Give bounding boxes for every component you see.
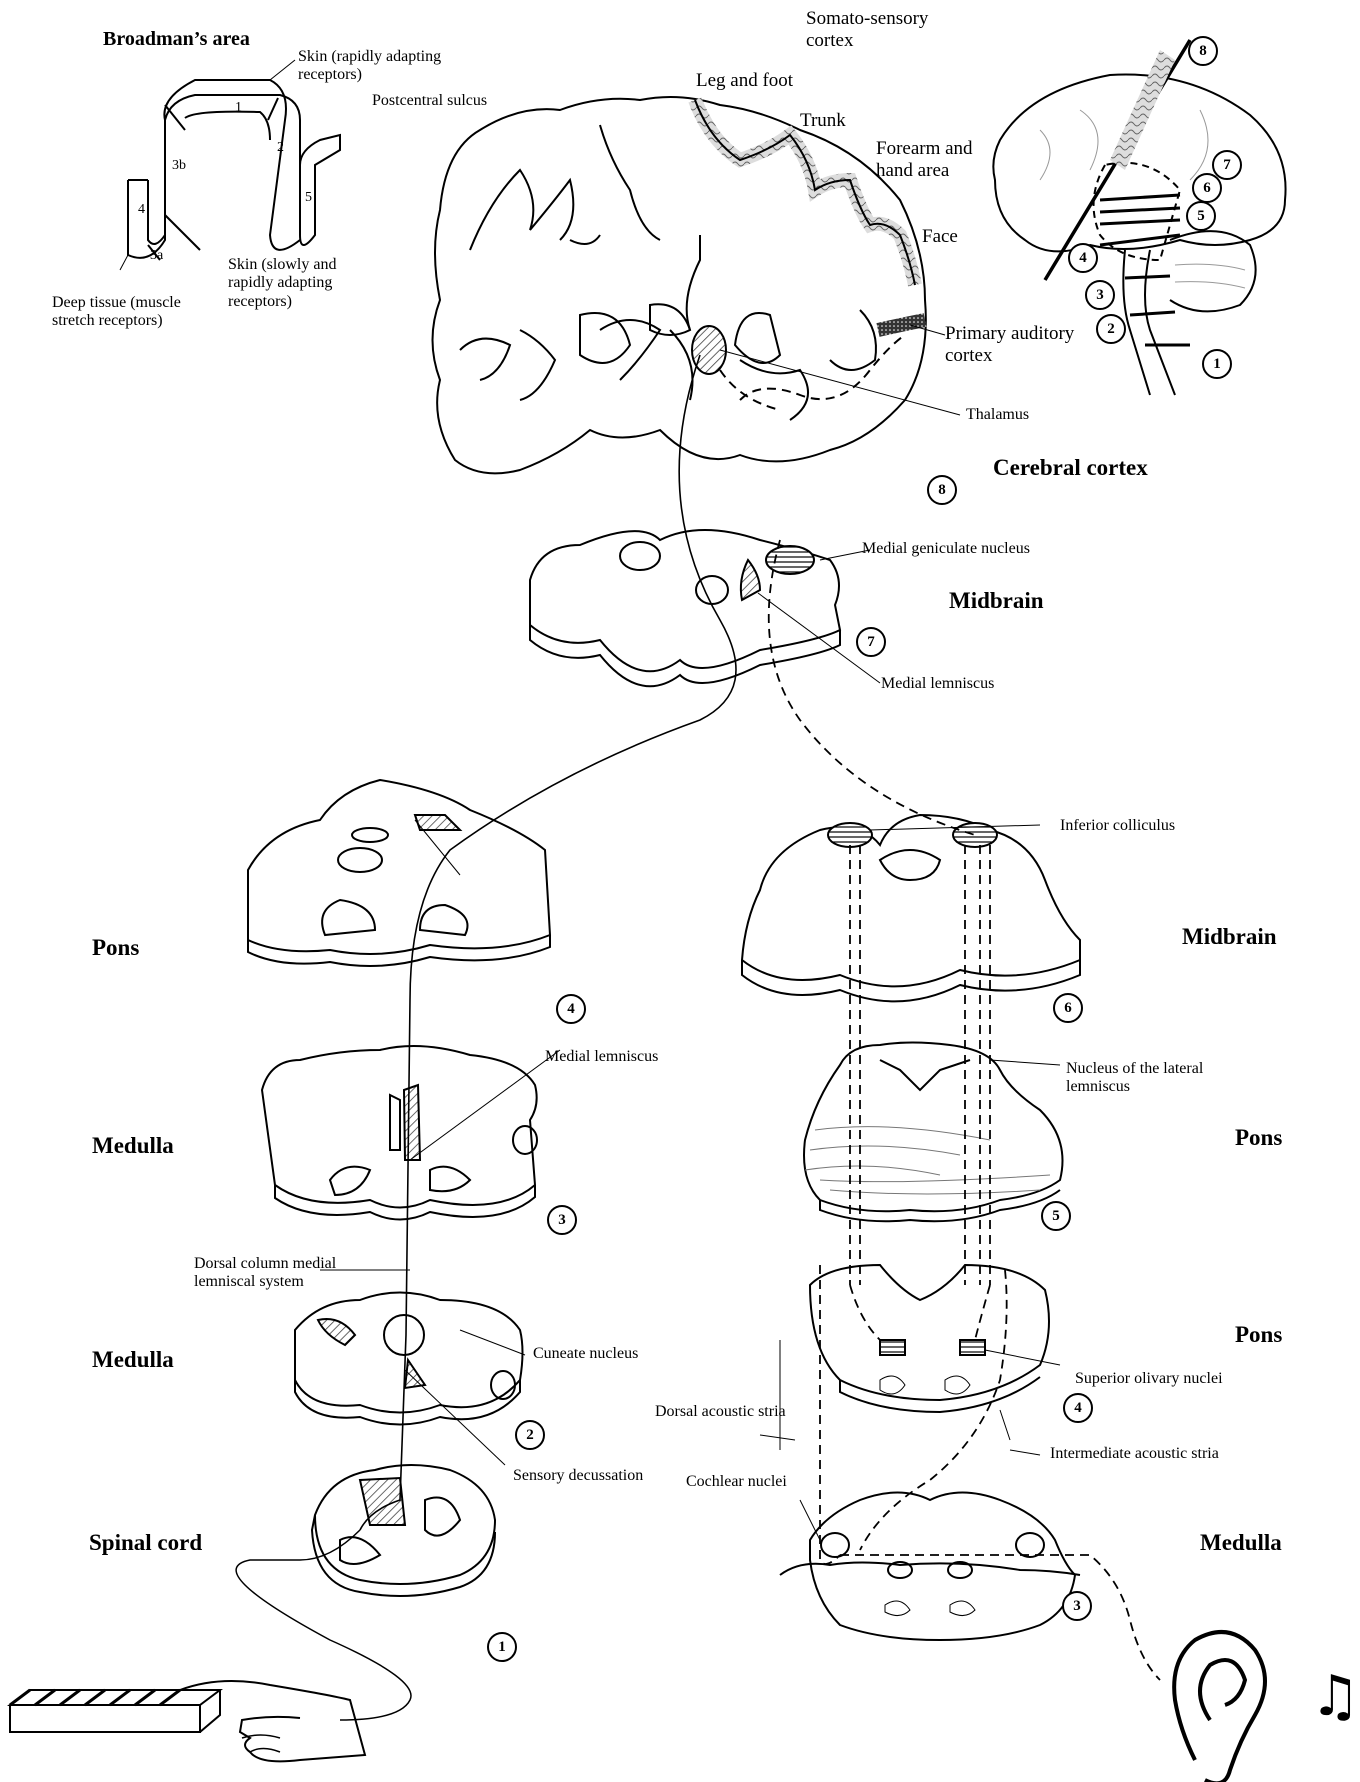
skin-rapid-label: Skin (rapidly adapting receptors) — [298, 48, 488, 85]
level-6-marker: 6 — [1192, 173, 1222, 203]
area-3b-label: 3b — [172, 158, 186, 174]
postcentral-label: Postcentral sulcus — [372, 92, 487, 110]
nucleus-lateral-lemniscus-label: Nucleus of the lateral lemniscus — [1066, 1060, 1246, 1097]
broadman-area-diagram — [120, 60, 340, 270]
leg-foot-label: Leg and foot — [696, 70, 793, 92]
sensory-decussation-label: Sensory decussation — [513, 1467, 643, 1485]
somatosensory-cortex-label: Somato-sensory cortex — [806, 8, 936, 52]
skin-slow-label: Skin (slowly and rapidly adapting recept… — [228, 256, 378, 311]
somatic-pons-section — [248, 780, 550, 966]
somatic-pons-label: Pons — [92, 935, 139, 961]
somatic-medulla-label-lower: Medulla — [92, 1347, 174, 1373]
somatic-level-4-marker: 4 — [556, 994, 586, 1024]
auditory-medulla-label: Medulla — [1200, 1530, 1282, 1556]
auditory-pons-section-lower — [810, 1265, 1049, 1412]
level-5-marker: 5 — [1186, 201, 1216, 231]
intermediate-acoustic-stria-label: Intermediate acoustic stria — [1050, 1445, 1219, 1463]
somatic-level-3-marker: 3 — [547, 1205, 577, 1235]
broadman-title: Broadman’s area — [103, 28, 250, 51]
auditory-pons-section-upper — [804, 1043, 1063, 1222]
dorsal-acoustic-stria-label: Dorsal acoustic stria — [655, 1403, 786, 1421]
somatic-level-1-marker: 1 — [487, 1632, 517, 1662]
area-3a-label: 3a — [150, 248, 163, 264]
superior-olivary-label: Superior olivary nuclei — [1075, 1370, 1223, 1388]
somatic-level-8-marker: 8 — [927, 475, 957, 505]
auditory-pons-label-lower: Pons — [1235, 1322, 1282, 1348]
area-2-label: 2 — [277, 140, 284, 156]
level-1-marker: 1 — [1202, 349, 1232, 379]
auditory-dashed-pathways — [769, 540, 1160, 1680]
midbrain-label-top: Midbrain — [949, 588, 1044, 614]
somatic-medulla-label-upper: Medulla — [92, 1133, 174, 1159]
medial-lemniscus-label: Medial lemniscus — [545, 1048, 658, 1066]
area-4-label: 4 — [138, 202, 145, 218]
level-2-marker: 2 — [1096, 314, 1126, 344]
level-4-marker: 4 — [1068, 243, 1098, 273]
level-3-marker: 3 — [1085, 280, 1115, 310]
auditory-level-3-marker: 3 — [1062, 1591, 1092, 1621]
cuneate-label: Cuneate nucleus — [533, 1345, 638, 1363]
face-label: Face — [922, 226, 958, 248]
auditory-level-5-marker: 5 — [1041, 1201, 1071, 1231]
cerebral-cortex-label: Cerebral cortex — [993, 455, 1148, 481]
forearm-hand-label: Forearm and hand area — [876, 138, 988, 182]
auditory-pons-label-upper: Pons — [1235, 1125, 1282, 1151]
somatic-level-2-marker: 2 — [515, 1420, 545, 1450]
dorsal-column-label: Dorsal column medial lemniscal system — [194, 1255, 394, 1292]
cochlear-nuclei-label: Cochlear nuclei — [686, 1473, 787, 1491]
area-5-label: 5 — [305, 190, 312, 206]
primary-auditory-label: Primary auditory cortex — [945, 323, 1085, 367]
somatic-level-7-marker: 7 — [856, 627, 886, 657]
auditory-medulla-section — [780, 1493, 1080, 1641]
ear-icon — [1174, 1632, 1265, 1782]
medial-lemniscus-label-top: Medial lemniscus — [881, 675, 994, 693]
spinal-cord-section — [312, 1465, 495, 1596]
auditory-level-6-marker: 6 — [1053, 993, 1083, 1023]
somatic-medulla-section-lower — [295, 1293, 523, 1425]
auditory-midbrain-section — [742, 815, 1080, 1001]
keyboard-and-hand — [10, 1681, 365, 1761]
thalamus-label: Thalamus — [966, 406, 1029, 424]
medial-geniculate-label: Medial geniculate nucleus — [862, 540, 1030, 558]
upper-midbrain-section — [530, 530, 840, 686]
area-1-label: 1 — [235, 100, 242, 116]
deep-tissue-label: Deep tissue (muscle stretch receptors) — [52, 294, 222, 331]
inferior-colliculus-label: Inferior colliculus — [1060, 817, 1175, 835]
cerebral-section — [433, 97, 926, 473]
auditory-level-4-marker: 4 — [1063, 1393, 1093, 1423]
auditory-midbrain-label: Midbrain — [1182, 924, 1277, 950]
level-8-marker: 8 — [1188, 36, 1218, 66]
trunk-label: Trunk — [800, 110, 846, 132]
somatic-medulla-section-upper — [262, 1046, 537, 1220]
spinal-cord-label: Spinal cord — [89, 1530, 202, 1556]
music-note-icon: ♫ — [1310, 1665, 1360, 1729]
leader-lines — [320, 325, 1060, 1540]
